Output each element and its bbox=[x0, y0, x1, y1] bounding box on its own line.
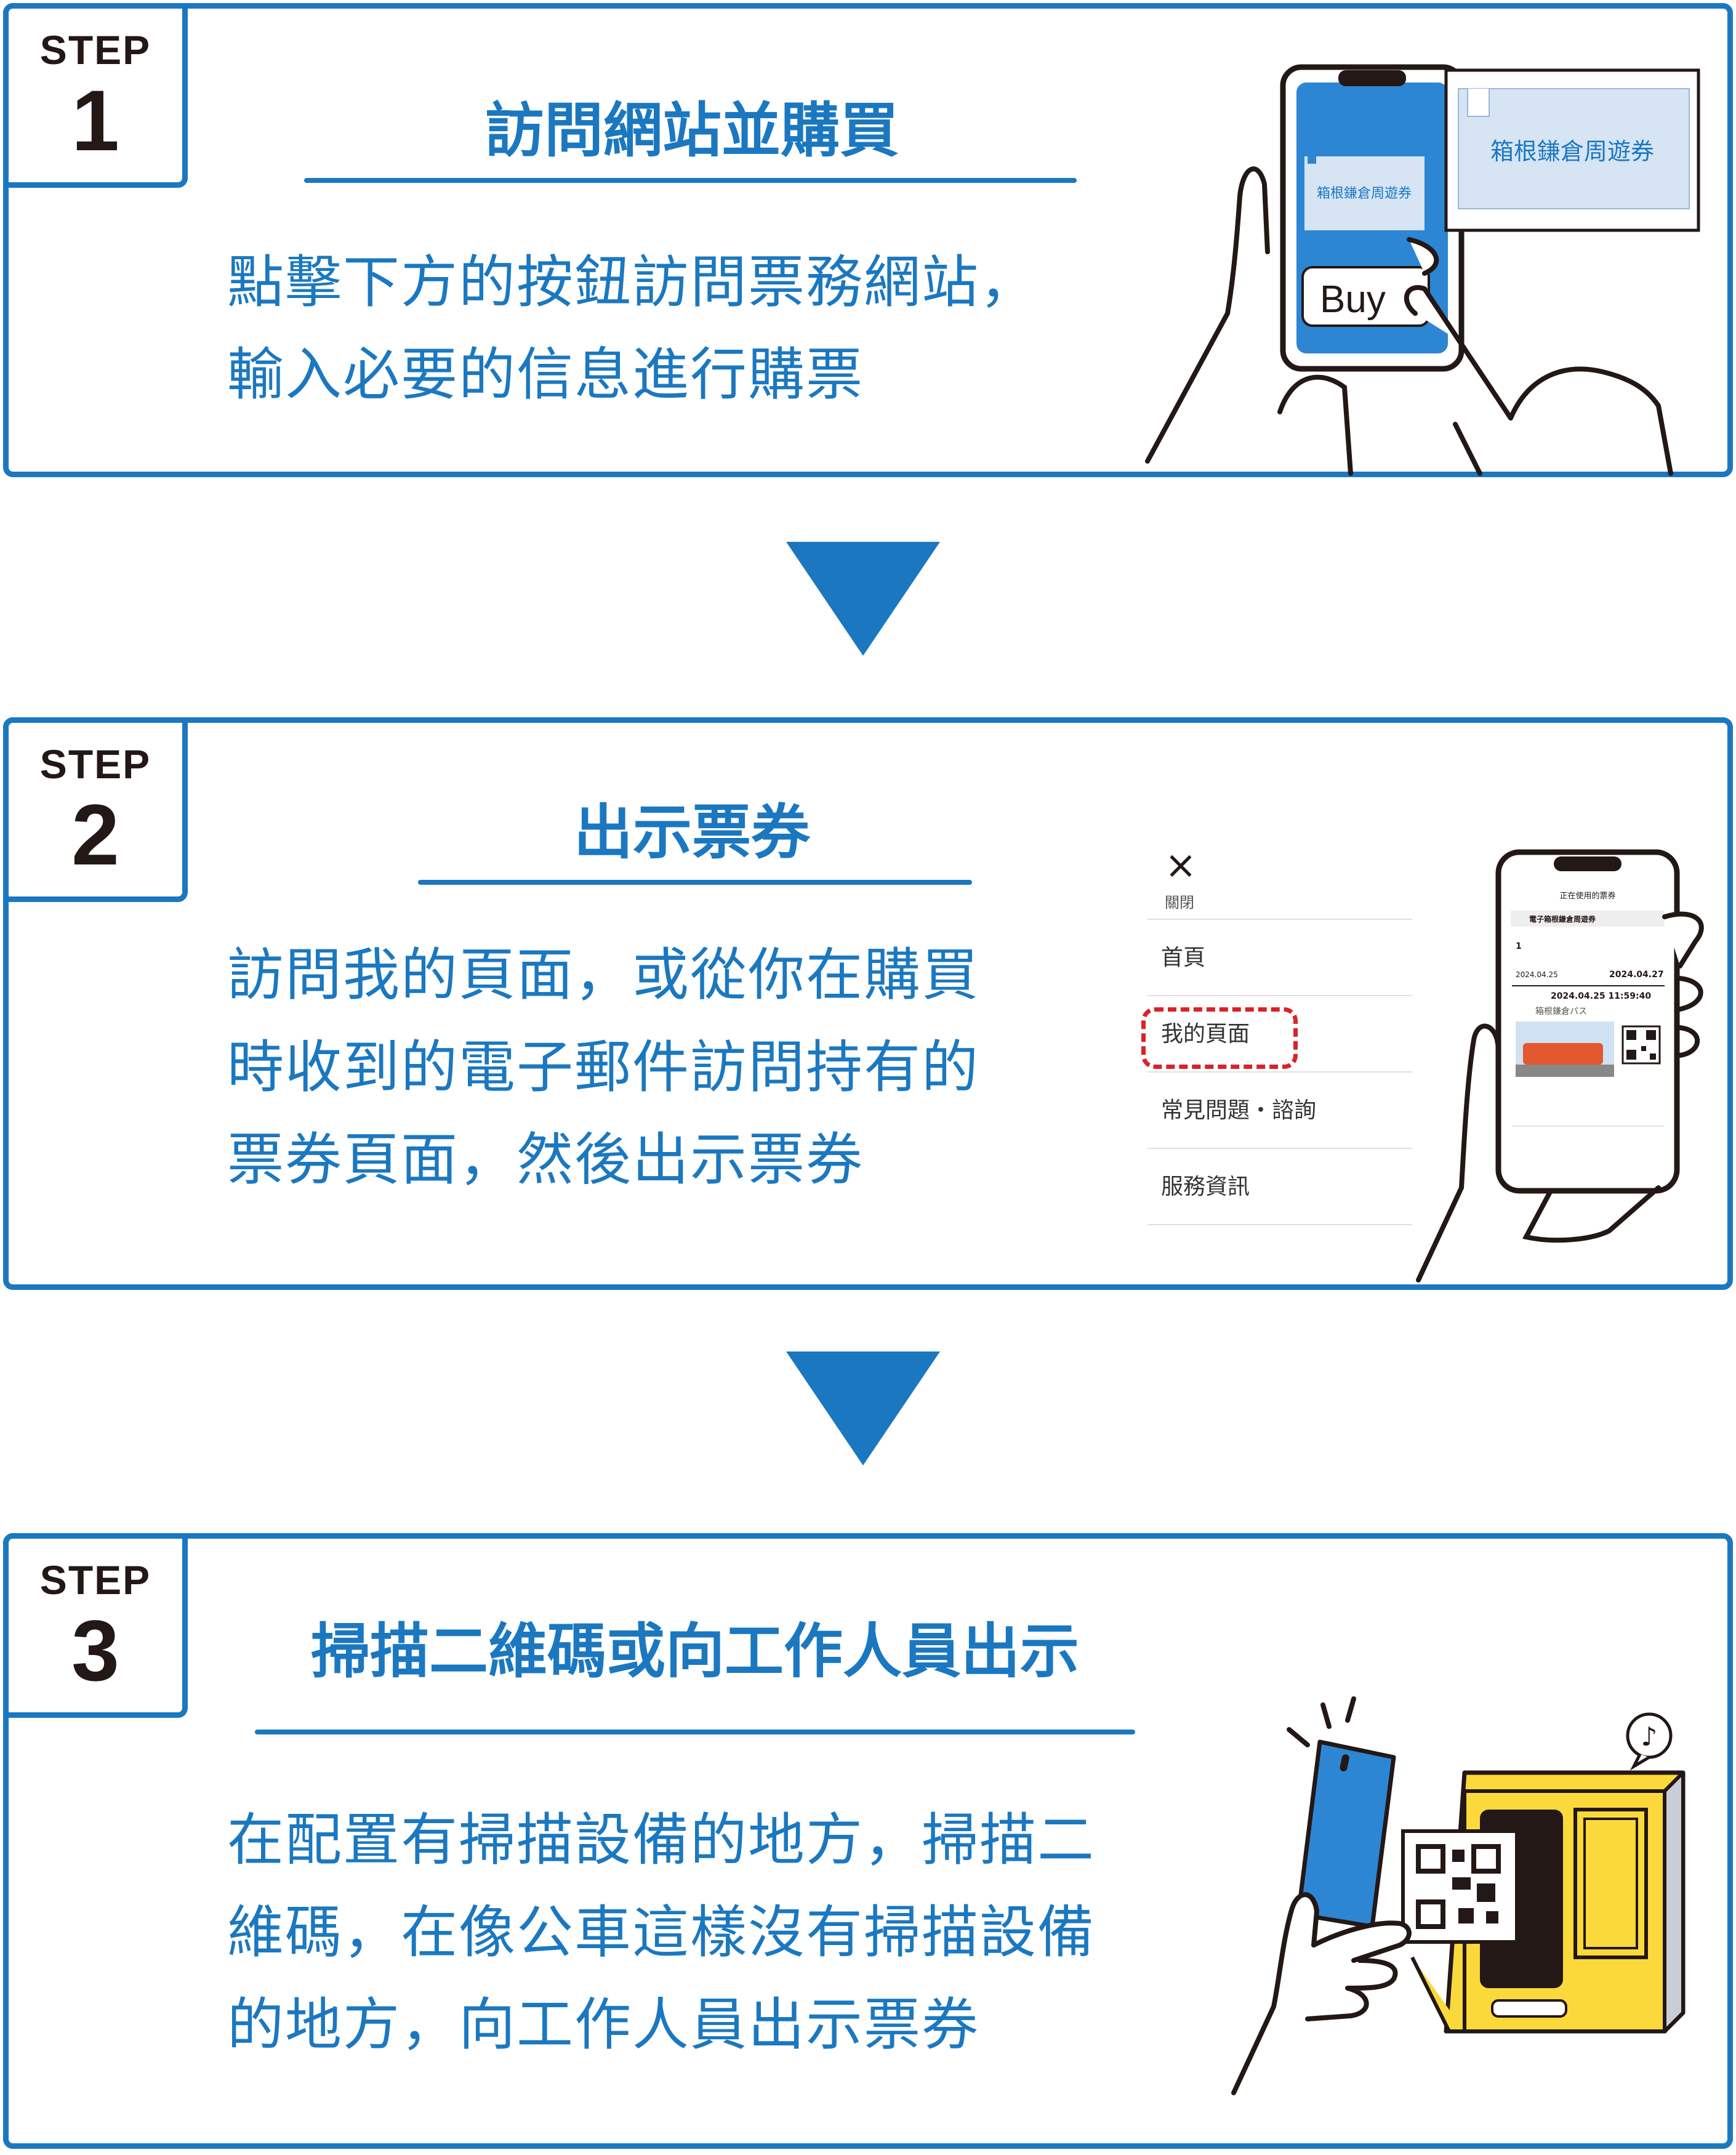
step-number: 2 bbox=[71, 786, 119, 883]
step-3-line-2: 維碼，在像公車這樣沒有掃描設備 bbox=[227, 1899, 1096, 1965]
sound-icon: ♪ bbox=[1641, 1722, 1658, 1752]
step-number: 1 bbox=[71, 72, 119, 169]
phone-time: 2024.04.25 11:59:40 bbox=[1551, 991, 1651, 1001]
title-underline bbox=[418, 880, 972, 885]
step-2-description: 訪問我的頁面，或從你在購買 時收到的電子郵件訪問持有的 票券頁面，然後出示票券 bbox=[227, 929, 979, 1206]
down-arrow-icon bbox=[786, 1351, 940, 1465]
menu-item-faq[interactable]: 常見問題・諮詢 bbox=[1147, 1073, 1412, 1149]
phone-start-date: 2024.04.25 bbox=[1516, 970, 1558, 979]
step-1-title: 訪問網站並購買 bbox=[485, 96, 899, 165]
phone-count: 1 bbox=[1516, 941, 1522, 951]
step-2-card: STEP 2 出示票券 訪問我的頁面，或從你在購買 時收到的電子郵件訪問持有的 … bbox=[3, 717, 1733, 1290]
buy-button[interactable]: Buy bbox=[1320, 278, 1386, 321]
menu-item-my-page[interactable]: 我的頁面 bbox=[1147, 996, 1412, 1073]
step-2-badge: STEP 2 bbox=[3, 717, 188, 902]
menu-item-service-info[interactable]: 服務資訊 bbox=[1147, 1149, 1412, 1225]
step-3-title: 掃描二維碼或向工作人員出示 bbox=[311, 1617, 1079, 1686]
close-icon[interactable]: × bbox=[1165, 842, 1197, 887]
down-arrow-icon bbox=[786, 542, 940, 656]
phone-buy-illustration: 箱根鎌倉周遊券 Buy 箱根鎌倉周遊券 bbox=[1145, 64, 1700, 476]
menu-item-home[interactable]: 首頁 bbox=[1147, 920, 1412, 996]
step-3-badge: STEP 3 bbox=[3, 1533, 188, 1718]
step-number: 3 bbox=[71, 1602, 119, 1699]
ticket-label: 箱根鎌倉周遊券 bbox=[1490, 138, 1654, 165]
step-1-description: 點擊下方的按鈕訪問票務網站， 輸入必要的信息進行購票 bbox=[227, 236, 1037, 421]
phone-ticket-label: 箱根鎌倉周遊券 bbox=[1317, 186, 1412, 201]
step-3-line-3: 的地方，向工作人員出示票券 bbox=[227, 1992, 980, 2058]
step-2-line-1: 訪問我的頁面，或從你在購買 bbox=[227, 942, 980, 1008]
title-underline bbox=[304, 178, 1077, 183]
step-1-line-2: 輸入必要的信息進行購票 bbox=[227, 342, 864, 408]
title-underline bbox=[255, 1730, 1135, 1734]
site-menu-panel: × 關閉 首頁 我的頁面 常見問題・諮詢 服務資訊 bbox=[1141, 842, 1418, 1277]
qr-code-icon bbox=[1416, 1844, 1501, 1929]
my-page-highlight bbox=[1141, 1007, 1298, 1069]
phone-ticket-name: 電子箱根鎌倉周遊券 bbox=[1529, 914, 1596, 924]
close-label: 關閉 bbox=[1165, 894, 1194, 911]
step-1-card: STEP 1 訪問網站並購買 點擊下方的按鈕訪問票務網站， 輸入必要的信息進行購… bbox=[3, 3, 1733, 477]
phone-pass-name: 箱根鎌倉パス bbox=[1535, 1007, 1587, 1017]
step-word: STEP bbox=[39, 27, 151, 73]
step-3-card: STEP 3 掃描二維碼或向工作人員出示 在配置有掃描設備的地方，掃描二 維碼，… bbox=[3, 1533, 1733, 2149]
step-3-line-1: 在配置有掃描設備的地方，掃描二 bbox=[227, 1807, 1096, 1873]
phone-ticket-illustration: 正在使用的票券 電子箱根鎌倉周遊券 1 2024.04.25 2024.04.2… bbox=[1416, 849, 1704, 1283]
qr-scanner-illustration: ♪ bbox=[1231, 1696, 1686, 2095]
phone-end-date: 2024.04.27 bbox=[1609, 970, 1664, 980]
step-2-title: 出示票券 bbox=[574, 798, 810, 867]
qr-code-icon bbox=[1621, 1025, 1661, 1065]
step-word: STEP bbox=[39, 741, 151, 787]
step-word: STEP bbox=[39, 1557, 151, 1603]
step-2-line-3: 票券頁面，然後出示票券 bbox=[227, 1127, 864, 1193]
step-2-line-2: 時收到的電子郵件訪問持有的 bbox=[227, 1034, 980, 1100]
phone-header: 正在使用的票券 bbox=[1559, 891, 1615, 901]
menu-divider bbox=[1147, 919, 1412, 920]
step-1-line-1: 點擊下方的按鈕訪問票務網站， bbox=[227, 249, 1038, 315]
step-3-description: 在配置有掃描設備的地方，掃描二 維碼，在像公車這樣沒有掃描設備 的地方，向工作人… bbox=[227, 1794, 1095, 2071]
step-1-badge: STEP 1 bbox=[3, 3, 188, 188]
